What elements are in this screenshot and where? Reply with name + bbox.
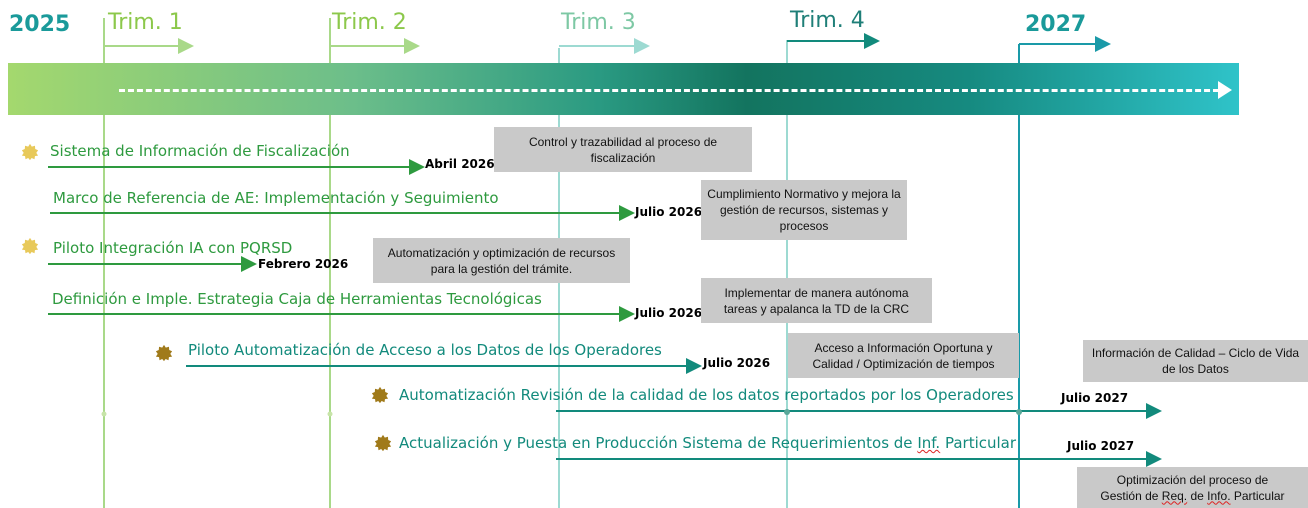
task-label-5: Piloto Automatización de Acceso a los Da… <box>188 341 662 359</box>
gear-icon <box>21 237 39 255</box>
task-label-7: Actualización y Puesta en Producción Sis… <box>399 434 1016 452</box>
task-date-7: Julio 2027 <box>1067 439 1135 453</box>
task-date-6: Julio 2027 <box>1061 391 1129 405</box>
task-date-1: Abril 2026 <box>425 157 495 171</box>
timeline-arrow-head <box>1218 81 1232 99</box>
note-box-7: Optimización del proceso de Gestión de R… <box>1077 467 1308 508</box>
quarter-label-4: Trim. 4 <box>790 8 865 33</box>
note-box-1: Control y trazabilidad al proceso de fis… <box>494 127 752 172</box>
gear-icon <box>374 434 392 452</box>
note-box-3: Automatización y optimización de recurso… <box>373 238 630 283</box>
task-label-7-end: Particular <box>940 434 1017 452</box>
note-box-7-line2: Gestión de Req. de Info. Particular <box>1100 488 1285 503</box>
gear-icon <box>155 344 173 362</box>
task-label-4: Definición e Imple. Estrategia Caja de H… <box>52 290 542 308</box>
start-year-label: 2025 <box>9 12 71 37</box>
task-date-3: Febrero 2026 <box>258 257 349 271</box>
task-label-1: Sistema de Información de Fiscalización <box>50 142 350 160</box>
quarter-label-3: Trim. 3 <box>561 10 636 35</box>
note-box-7-line1: Optimización del proceso de <box>1116 472 1269 487</box>
gear-icon <box>21 143 39 161</box>
gear-icon <box>371 386 389 404</box>
note-box-6: Información de Calidad – Ciclo de Vida d… <box>1083 340 1308 382</box>
note-box-2: Cumplimiento Normativo y mejora la gesti… <box>701 180 907 240</box>
note-box-4: Implementar de manera autónoma tareas y … <box>701 278 932 323</box>
task-date-4: Julio 2026 <box>635 306 703 320</box>
task-date-5: Julio 2026 <box>703 356 771 370</box>
note-box-5: Acceso a Información Oportuna y Calidad … <box>788 333 1019 378</box>
quarter-label-1: Trim. 1 <box>108 10 183 35</box>
task-label-2: Marco de Referencia de AE: Implementació… <box>53 189 499 207</box>
task-label-3: Piloto Integración IA con PQRSD <box>53 239 293 257</box>
end-year-label: 2027 <box>1025 12 1087 37</box>
timeline-dashed-arrow <box>119 89 1219 92</box>
task-date-2: Julio 2026 <box>635 205 703 219</box>
task-label-7-wavy: Inf. <box>917 434 941 452</box>
task-label-6: Automatización Revisión de la calidad de… <box>399 386 1014 404</box>
task-label-7-main: Actualización y Puesta en Producción Sis… <box>399 434 918 452</box>
quarter-label-2: Trim. 2 <box>332 10 407 35</box>
